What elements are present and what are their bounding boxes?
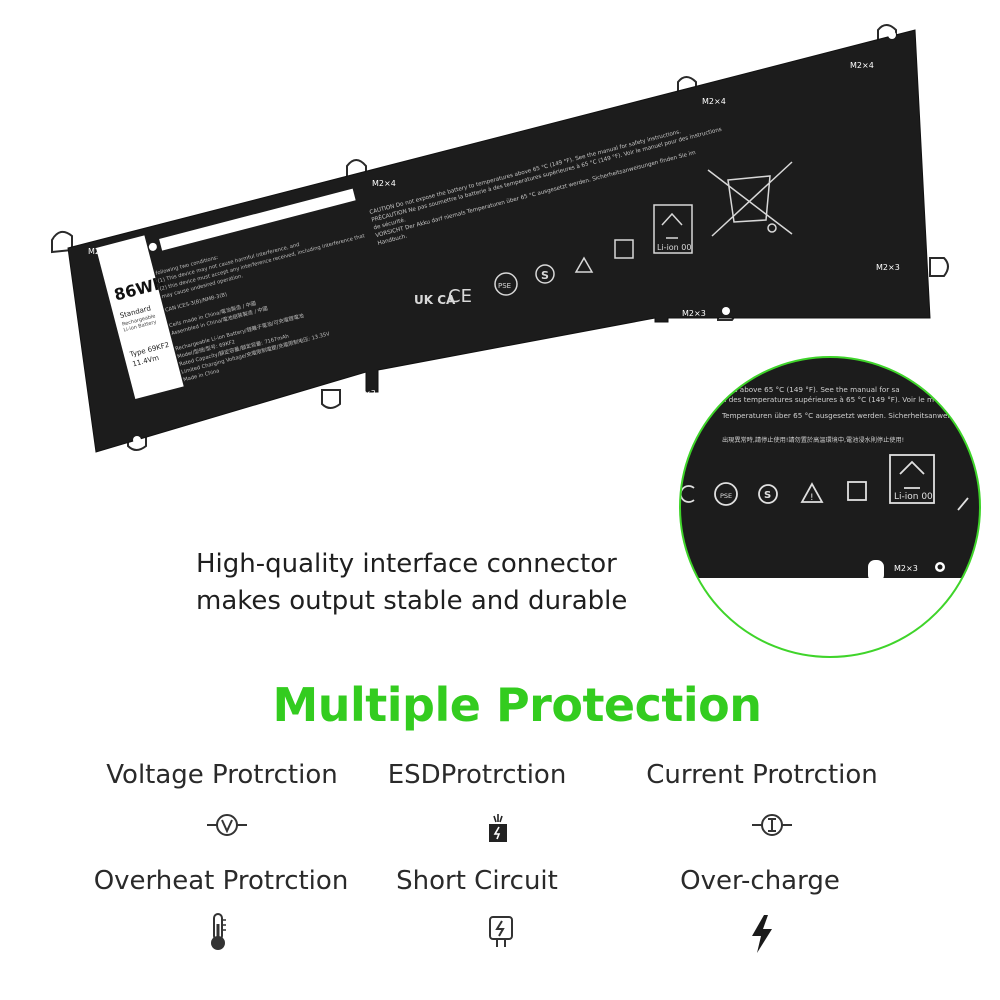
feature-label-voltage: Voltage Protrction: [106, 760, 338, 790]
ce-mark: CE: [448, 286, 472, 307]
zoom-recycle-label: Li-ion 00: [894, 492, 933, 502]
screw-label: M2×3: [352, 389, 376, 398]
screw-label: M2×3: [152, 437, 176, 446]
svg-text:S: S: [764, 490, 771, 501]
zoom-caution-text: ures above 65 °C (149 °F). See the manua…: [722, 385, 900, 394]
feature-label-current: Current Protrction: [646, 760, 878, 790]
mounting-hole: [935, 262, 943, 270]
zoom-circle-border: [679, 356, 981, 658]
battery-disposal-icon: [614, 239, 634, 259]
mounting-hole: [133, 436, 141, 444]
tagline: High-quality interface connector makes o…: [196, 546, 676, 620]
lightning-icon: [752, 915, 772, 953]
zoom-caution-text: Temperaturen über 65 °C ausgesetzt werde…: [721, 411, 976, 420]
crossed-bin-icon: [707, 161, 793, 237]
screw-label: M2×3: [876, 263, 900, 272]
recycle-icon: [653, 204, 693, 254]
svg-text:!: !: [810, 493, 814, 503]
feature-label-over-charge: Over-charge: [680, 866, 840, 896]
tagline-line-2: makes output stable and durable: [196, 586, 628, 616]
feature-label-esd: ESDProtrction: [387, 760, 567, 790]
feature-label-short-circuit: Short Circuit: [396, 866, 558, 896]
screw-label: M2×4: [372, 179, 396, 188]
zoom-detail: ures above 65 °C (149 °F). See the manua…: [679, 356, 981, 658]
zoom-caution-text: 出現異常時,請停止使用!請勿置於高溫環境中,電池浸水則停止使用!: [722, 436, 904, 444]
zoom-screw-label: M2×3: [894, 564, 918, 573]
mounting-hole: [888, 31, 896, 39]
screw-label: M2×4: [850, 61, 874, 70]
headline: Multiple Protection: [272, 678, 762, 732]
svg-text:PSE: PSE: [498, 282, 511, 290]
ukca-mark: UK CA: [414, 293, 456, 307]
voltage-icon: [207, 814, 247, 836]
svg-text:Li-ion 00: Li-ion 00: [657, 243, 691, 252]
zoom-caution-text: à des temperatures supérieures à 65 °C (…: [722, 395, 934, 404]
mounting-hole: [722, 307, 730, 315]
tagline-line-1: High-quality interface connector: [196, 549, 617, 579]
svg-text:S: S: [541, 269, 549, 282]
warning-triangle-icon: [574, 256, 594, 273]
mounting-hole: [54, 236, 62, 244]
battery-body: [67, 29, 931, 453]
feature-label-overheat: Overheat Protrction: [93, 866, 349, 896]
thermometer-icon: [211, 913, 226, 950]
current-icon: [752, 814, 792, 836]
pse-mark: [494, 272, 518, 296]
short-circuit-icon: [489, 916, 513, 947]
mounting-hole: [327, 394, 335, 402]
screw-label: M2×3: [682, 309, 706, 318]
capacity-label: 86Wh Standard Rechargeable Li-ion Batter…: [96, 235, 184, 399]
screw-label: M2×4: [702, 97, 726, 106]
certification-marks: UK CA CE PSE S Li-ion 00: [414, 161, 793, 307]
esd-icon: [489, 814, 507, 842]
s-mark: [535, 264, 555, 284]
zoom-pse-text: PSE: [720, 492, 732, 500]
